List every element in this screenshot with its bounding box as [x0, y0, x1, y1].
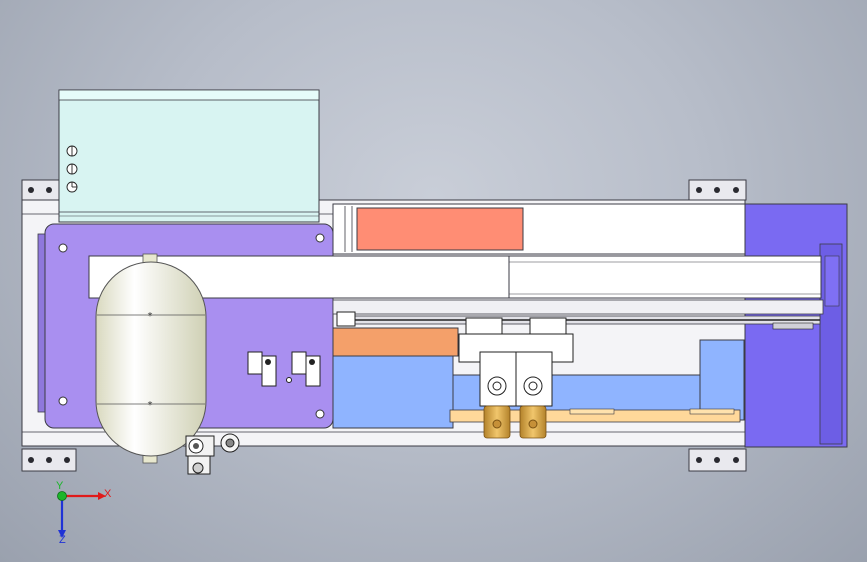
light-blue-tray-left	[332, 355, 454, 429]
terminal-block-left[interactable]	[247, 351, 277, 387]
electrical-cabinet[interactable]	[58, 89, 320, 223]
actuator-carriage[interactable]	[458, 317, 574, 407]
terminal-block-right[interactable]	[291, 351, 321, 387]
z-axis-arrowhead	[58, 530, 66, 538]
brass-fitting	[483, 405, 547, 439]
x-axis-arrowhead	[98, 492, 106, 500]
mount-bracket-bottom-left	[21, 448, 77, 472]
mount-bracket-bottom-right	[688, 448, 747, 472]
valve-assembly[interactable]	[185, 433, 240, 475]
mount-bracket-top-right	[688, 179, 747, 201]
cabinet-switch-icon	[66, 145, 78, 193]
pressure-tank[interactable]: * *	[95, 253, 207, 464]
plate-hole	[286, 377, 292, 383]
y-axis-dot	[57, 491, 67, 501]
z-axis-label: Z	[59, 534, 66, 546]
light-blue-box	[699, 339, 745, 421]
gear-icon	[487, 376, 543, 396]
orange-block[interactable]	[356, 207, 524, 251]
svg-text:*: *	[148, 400, 153, 411]
coordinate-triad: X Y Z	[56, 480, 112, 546]
svg-text:*: *	[148, 311, 153, 322]
y-axis-label: Y	[56, 480, 64, 492]
orange-strip	[332, 327, 459, 357]
blue-side-block[interactable]	[744, 203, 848, 448]
rail-pad	[569, 408, 615, 415]
x-axis-label: X	[104, 488, 112, 500]
rail-pad	[689, 408, 735, 415]
linear-guide-rail	[332, 299, 824, 330]
